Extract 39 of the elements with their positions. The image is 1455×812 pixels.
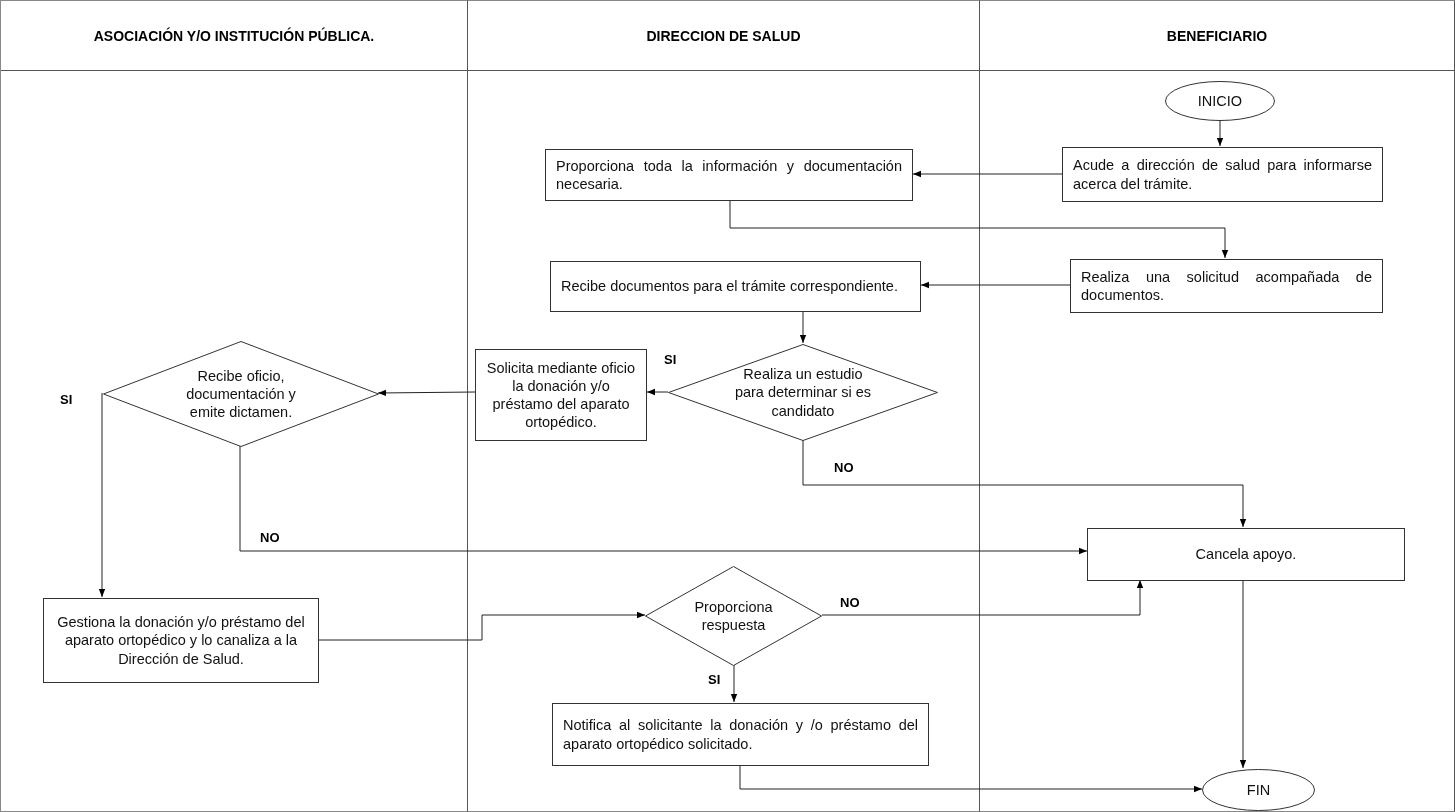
edge-label: NO [258,530,282,545]
edge-label: NO [838,595,862,610]
lane-header-band: BENEFICIARIO [980,1,1454,71]
arrow [98,392,106,598]
arrow [377,389,476,397]
process-box: Cancela apoyo. [1087,528,1405,581]
edge-label: SI [662,352,679,367]
edge-label: SI [706,672,723,687]
terminal-ellipse: FIN [1202,769,1315,811]
arrow [239,445,1088,555]
process-box: Solicita mediante oficio la donación y/o préstamo del aparato ortopédico. [475,349,647,441]
arrow [317,611,646,641]
terminal-ellipse: INICIO [1165,81,1275,121]
arrow [1216,119,1224,147]
decision-diamond: Proporciona respuesta [645,566,822,666]
lane-header-band: ASOCIACIÓN Y/O INSTITUCIÓN PÚBLICA. [1,1,467,71]
arrow [729,199,1229,259]
decision-diamond: Recibe oficio, documentación y emite dictamen. [103,341,379,447]
arrow [1239,579,1247,769]
process-box: Realiza una solicitud acompañada de documentos. [1070,259,1383,313]
edge-label: SI [58,392,75,407]
process-box: Acude a dirección de salud para informarse acerca del trámite. [1062,147,1383,202]
arrow [739,764,1203,793]
swimlane [980,0,1455,812]
arrow [802,439,1247,528]
arrow [920,281,1071,289]
arrow [821,579,1144,616]
process-box: Gestiona la donación y/o préstamo del aparato ortopédico y lo canaliza a la Dirección de Salud. [43,598,319,683]
process-box: Notifica al solicitante la donación y /o préstamo del aparato ortopédico solicitado. [552,703,929,766]
arrow [646,388,669,396]
swimlane [0,0,468,812]
edge-label: NO [832,460,856,475]
lane-header-band: DIRECCION DE SALUD [468,1,979,71]
process-box: Recibe documentos para el trámite correspondiente. [550,261,921,312]
arrow [912,170,1063,178]
arrow [730,664,738,703]
swimlane [468,0,980,812]
arrow [799,310,807,344]
process-box: Proporciona toda la información y documentación necesaria. [545,149,913,201]
